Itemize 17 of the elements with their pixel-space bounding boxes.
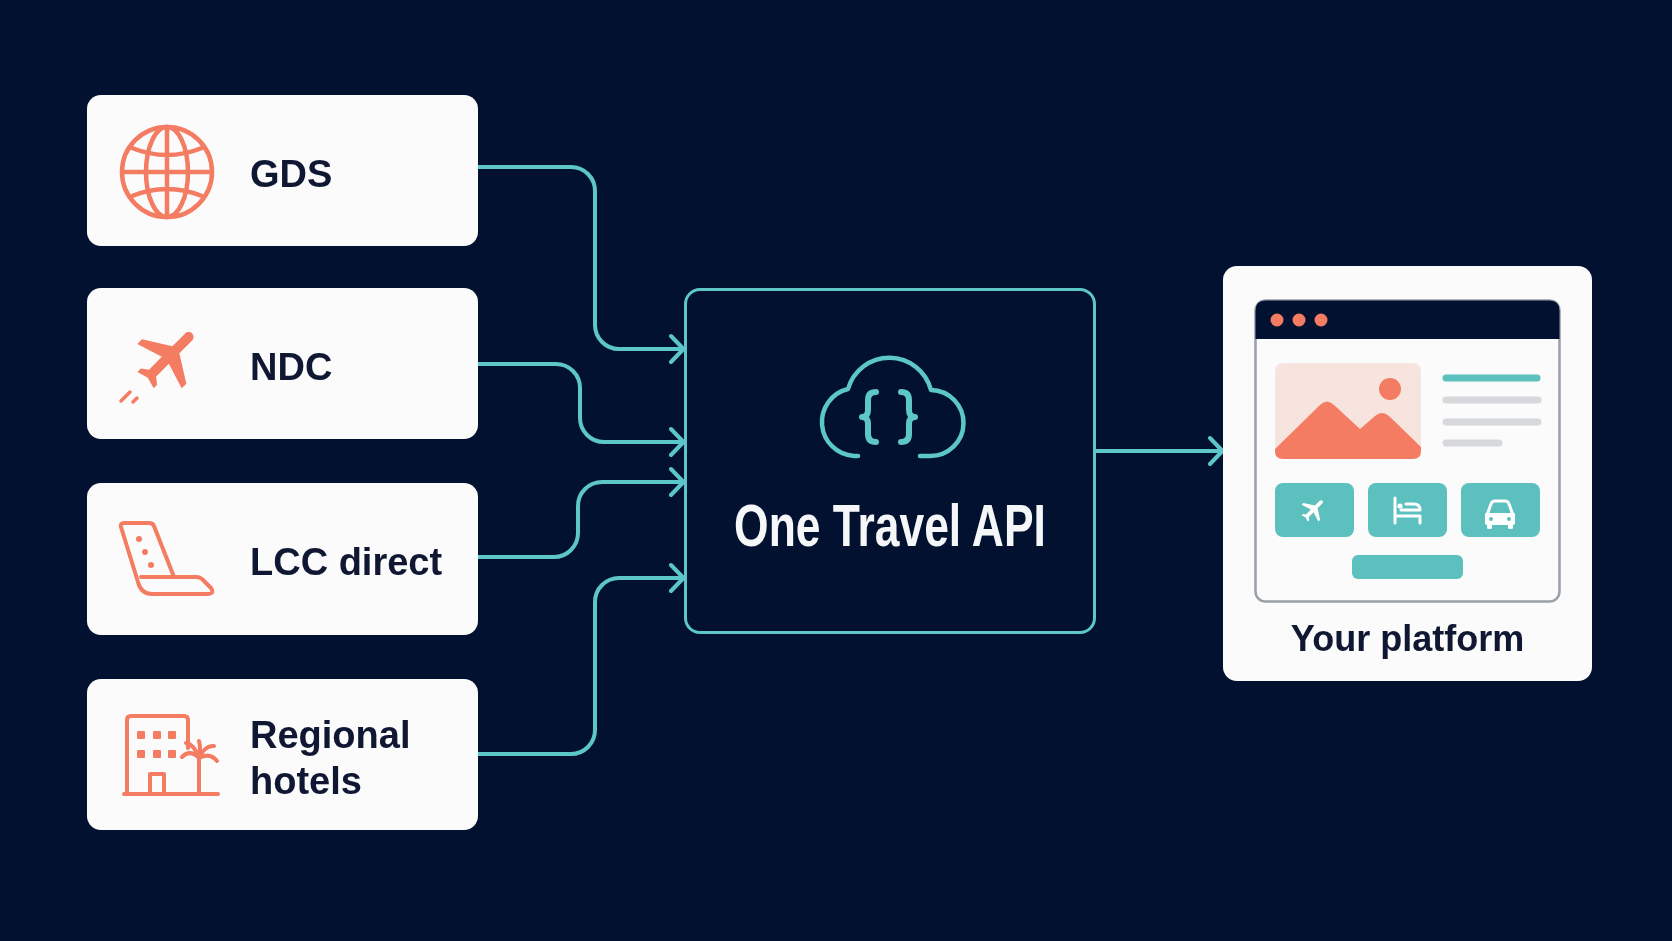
source-card — [87, 95, 478, 246]
source-label: GDS — [250, 151, 333, 197]
source-card — [87, 679, 478, 830]
connector-arrow — [476, 165, 686, 364]
source-label: LCC direct — [250, 540, 443, 585]
api-box — [684, 288, 1096, 634]
source-card — [87, 288, 478, 439]
connector-arrow — [476, 563, 686, 756]
api-title: One Travel API — [734, 496, 1046, 556]
connector-arrow — [476, 467, 686, 559]
connector-arrow — [476, 362, 686, 457]
platform-label: Your platform — [1290, 621, 1525, 657]
source-label: Regional hotels — [250, 712, 412, 804]
source-label: NDC — [250, 344, 333, 390]
platform-card — [1223, 266, 1592, 681]
connector-arrow — [1094, 436, 1225, 466]
source-card — [87, 483, 478, 635]
